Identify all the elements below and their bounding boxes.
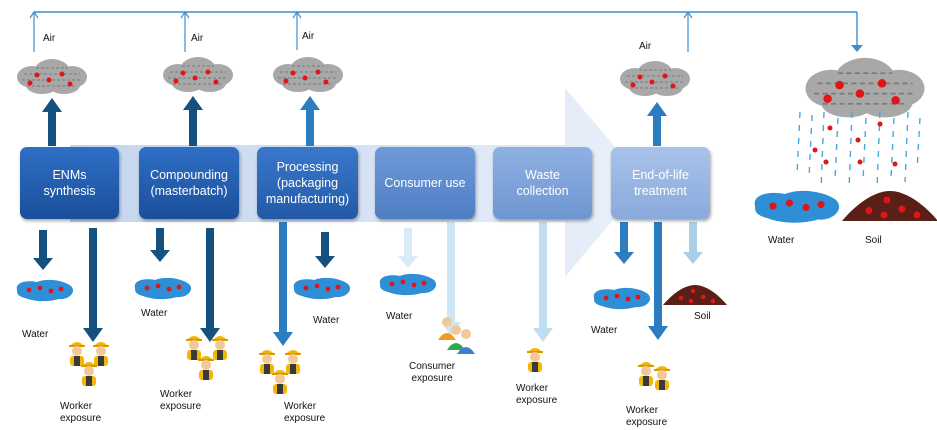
stage-label: Compounding (masterbatch) <box>150 168 228 198</box>
water-label: Water <box>141 308 168 319</box>
worker-group-icon <box>186 336 228 380</box>
stage-label: Waste collection <box>516 168 569 198</box>
rain-icon <box>796 111 921 191</box>
falling-particles <box>812 121 898 167</box>
worker-exposure-label: Worker exposure <box>60 401 102 424</box>
water-puddle-icon <box>379 273 437 296</box>
water-puddle-icon <box>293 277 351 300</box>
cloud-icon <box>619 60 691 97</box>
water-puddle-icon <box>16 279 74 302</box>
air-distribution-line <box>29 10 863 52</box>
worker-group-icon <box>69 342 109 386</box>
worker-exposure-label: Worker exposure <box>516 383 558 406</box>
emission-arrows-down <box>33 222 703 346</box>
stage-waste-collection: Waste collection <box>493 147 592 219</box>
soil-pile-icon <box>663 285 727 305</box>
consumer-exposure-label: Consumer exposure <box>409 361 456 384</box>
cloud-icon <box>162 56 234 93</box>
stage-label: Processing (packaging manufacturing) <box>265 160 350 206</box>
stage-enms-synthesis: ENMs synthesis <box>20 147 119 219</box>
stage-compounding: Compounding (masterbatch) <box>139 147 239 219</box>
worker-icon <box>527 348 543 372</box>
water-label: Water <box>768 235 795 246</box>
water-label: Water <box>313 315 340 326</box>
worker-group-icon <box>259 350 301 394</box>
stage-end-of-life: End-of-life treatment <box>611 147 710 219</box>
stage-label: ENMs synthesis <box>43 168 96 198</box>
worker-exposure-label: Worker exposure <box>160 389 202 412</box>
worker-exposure-label: Worker exposure <box>626 405 668 428</box>
air-label: Air <box>302 31 315 42</box>
water-puddle-icon <box>754 190 840 223</box>
stage-consumer-use: Consumer use <box>375 147 475 219</box>
soil-label: Soil <box>694 311 711 322</box>
consumer-icon <box>438 317 475 354</box>
stage-processing: Processing (packaging manufacturing) <box>257 147 358 219</box>
water-label: Water <box>591 325 618 336</box>
stage-label: Consumer use <box>384 176 466 190</box>
worker-group-icon <box>638 362 670 390</box>
emission-arrows-up <box>42 96 667 146</box>
water-puddle-icon <box>593 287 651 310</box>
soil-label: Soil <box>865 235 882 246</box>
air-label: Air <box>639 41 652 52</box>
rain-cloud-icon <box>804 57 926 119</box>
air-label: Air <box>191 33 204 44</box>
soil-pile-icon <box>842 191 937 221</box>
water-puddle-icon <box>134 277 192 300</box>
cloud-icon <box>16 58 88 95</box>
water-label: Water <box>22 329 49 340</box>
stage-label: End-of-life treatment <box>632 168 689 198</box>
water-label: Water <box>386 311 413 322</box>
worker-exposure-label: Worker exposure <box>284 401 326 424</box>
air-label: Air <box>43 33 56 44</box>
cloud-icon <box>272 56 344 93</box>
